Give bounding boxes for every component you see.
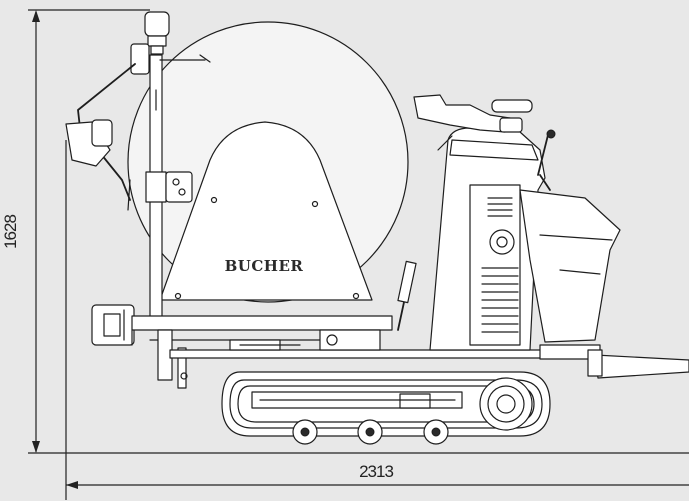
length-dimension-label: 2313 — [359, 462, 393, 481]
vent-grille-lower — [481, 267, 519, 333]
reel-cover — [159, 121, 373, 301]
beacon-light — [144, 11, 170, 55]
push-handle — [65, 63, 136, 201]
engine-housing — [429, 127, 546, 351]
steering-column — [413, 94, 556, 191]
front-plate — [539, 344, 689, 379]
hydraulic-cylinder — [397, 260, 417, 331]
mast — [145, 54, 193, 321]
road-wheels — [292, 419, 449, 445]
work-lamp — [130, 43, 211, 75]
front-hopper — [519, 189, 621, 343]
height-dimension-label: 1628 — [1, 215, 20, 249]
height-dimension-line — [28, 9, 689, 454]
length-dimension-line — [65, 140, 689, 500]
rear-frame — [91, 304, 393, 389]
chassis — [169, 329, 601, 359]
vent-grille-upper — [487, 197, 513, 217]
brand-label: BUCHER — [225, 257, 304, 275]
drive-sprocket — [479, 377, 533, 431]
